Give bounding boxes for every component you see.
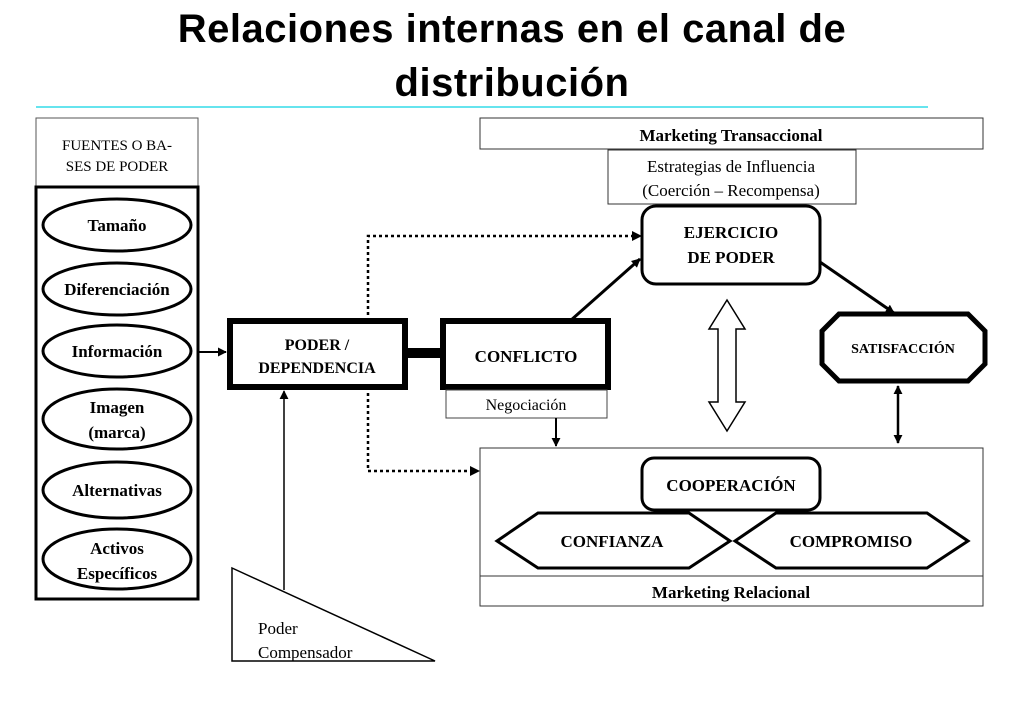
page-title-line1: Relaciones internas en el canal de <box>177 7 847 51</box>
conflicto-box <box>440 318 611 390</box>
estrategias-line1: Estrategias de Influencia <box>647 157 815 176</box>
poder-compensador-line1: Poder <box>258 619 298 638</box>
fuentes-header-line1: FUENTES O BA- <box>62 138 172 154</box>
source-oval-diferenciacion <box>41 261 193 317</box>
source-label-diferenciacion: Diferenciación <box>64 280 170 299</box>
marketing-transaccional-box <box>479 117 984 150</box>
estrategias-line2: (Coerción – Recompensa) <box>642 181 820 200</box>
arrow-ejercicio-to-satisfaccion <box>819 260 895 315</box>
compromiso-hexagon <box>732 511 971 570</box>
poder-conflicto-connector <box>405 348 443 358</box>
poder-dependencia-line1: PODER / <box>285 337 350 354</box>
source-label-activos-line1: Activos <box>90 539 144 558</box>
ejercicio-line1: EJERCICIO <box>684 223 778 242</box>
poder-dependencia-line2: DEPENDENCIA <box>258 360 376 377</box>
cooperacion-label: COOPERACIÓN <box>666 476 796 495</box>
poder-compensador-line2: Compensador <box>258 643 353 662</box>
source-label-informacion: Información <box>72 342 163 361</box>
source-label-imagen-line1: Imagen <box>90 398 145 417</box>
source-label-tamano: Tamaño <box>88 216 147 235</box>
negociacion-box <box>445 389 608 419</box>
dotted-arrow-head-ejercicio <box>632 231 642 241</box>
source-label-activos-line2: Específicos <box>77 564 158 583</box>
negociacion-label: Negociación <box>486 397 567 414</box>
fuentes-header-box <box>35 117 199 187</box>
source-oval-tamano <box>41 197 193 253</box>
dotted-arrow-to-ejercicio <box>366 234 636 321</box>
source-oval-alternativas <box>41 460 193 520</box>
confianza-hexagon <box>494 511 733 570</box>
conflicto-label: CONFLICTO <box>475 347 578 366</box>
cooperacion-box <box>640 456 822 512</box>
arrow-conflicto-to-ejercicio <box>569 257 641 323</box>
marketing-transaccional-label: Marketing Transaccional <box>639 126 822 145</box>
double-arrow-ejercicio-cooperacion <box>707 298 747 433</box>
poder-compensador-triangle <box>231 566 436 662</box>
compromiso-label: COMPROMISO <box>790 532 913 551</box>
ejercicio-poder-box <box>640 204 822 286</box>
source-label-alternativas: Alternativas <box>72 481 162 500</box>
title-underline <box>36 106 928 108</box>
dotted-arrow-to-relacional <box>366 387 472 473</box>
source-label-imagen-line2: (marca) <box>88 423 145 442</box>
fuentes-header-line2: SES DE PODER <box>66 159 169 175</box>
source-oval-informacion <box>41 323 193 379</box>
satisfaccion-octagon <box>819 311 988 384</box>
dotted-arrow-head-relacional <box>470 466 480 476</box>
ejercicio-line2: DE PODER <box>687 248 775 267</box>
satisfaccion-label: SATISFACCIÓN <box>851 340 955 357</box>
page-title-line2: distribución <box>394 61 630 105</box>
marketing-relacional-label: Marketing Relacional <box>652 583 810 602</box>
source-oval-activos <box>41 527 193 591</box>
poder-dependencia-box <box>227 318 408 390</box>
estrategias-box <box>607 149 857 205</box>
confianza-label: CONFIANZA <box>561 532 665 551</box>
marketing-relacional-box <box>479 575 984 607</box>
source-oval-imagen <box>41 387 193 451</box>
